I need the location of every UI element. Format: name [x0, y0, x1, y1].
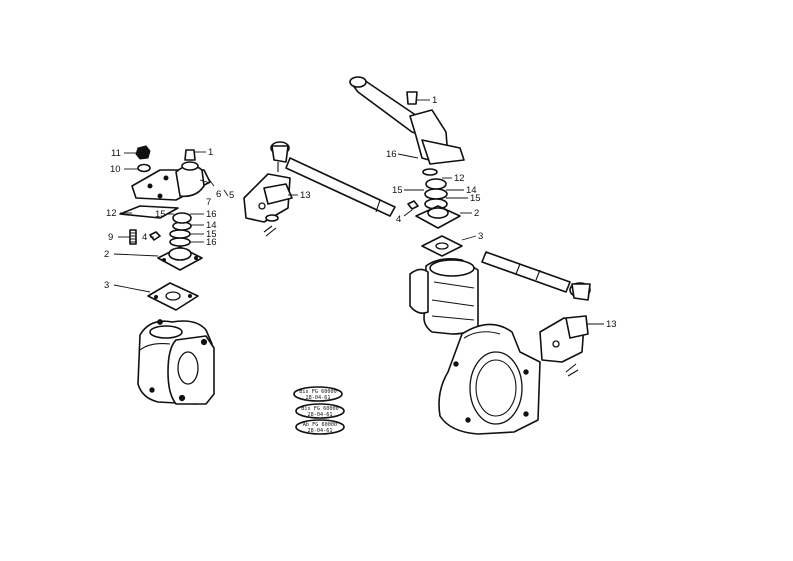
left-washer [137, 163, 151, 173]
left-nut [135, 145, 151, 160]
right-steering-assembly [349, 76, 589, 435]
callout-right-13: 13 [606, 319, 617, 330]
lower-tie-rod [481, 251, 591, 301]
callout-left-9: 9 [108, 232, 113, 243]
callout-right-1: 1 [432, 95, 437, 106]
callout-right-15b: 15 [470, 193, 481, 204]
serial-stamp-3: Ab FG 60000 28-04-61 [295, 419, 345, 435]
callout-right-14: 14 [466, 185, 477, 196]
callout-right-12: 12 [454, 173, 465, 184]
callout-left-15: 15 [155, 209, 166, 220]
serial-stamps: Bis FG 60000 28-04-61 Bis FG 60000 28-04… [293, 386, 345, 435]
callout-left-7: 7 [206, 197, 211, 208]
serial-stamp-2: Bis FG 60000 28-04-61 [295, 403, 345, 419]
callout-center-13: 13 [300, 190, 311, 201]
leader-lines [113, 99, 604, 325]
callout-right-2: 2 [474, 208, 479, 219]
callout-left-16b: 16 [206, 237, 217, 248]
center-steering-arm [243, 173, 293, 237]
callout-numbers: 1 11 10 6 7 5 12 15 16 14 4 15 16 9 2 3 … [104, 95, 617, 330]
stamp-3-line1: Ab FG 60000 [303, 422, 337, 428]
callout-left-15b: 15 [206, 229, 217, 240]
callout-left-5: 5 [229, 190, 234, 201]
left-bolt [129, 229, 137, 245]
callout-left-10: 10 [110, 164, 121, 175]
callout-left-16a: 16 [206, 209, 217, 220]
callout-right-15a: 15 [392, 185, 403, 196]
right-drop-arm [349, 76, 465, 165]
stamp-1-line1: Bis FG 60000 [299, 389, 336, 395]
left-arm-block [131, 149, 211, 201]
right-upper-housing [409, 258, 479, 335]
callout-left-4: 4 [142, 232, 147, 243]
callout-left-11: 11 [111, 148, 121, 159]
callout-left-12: 12 [106, 208, 117, 219]
callout-left-1: 1 [208, 147, 213, 158]
right-lower-housing [438, 323, 541, 435]
stamp-3-line2: 28-04-61 [308, 428, 333, 434]
callout-left-6: 6 [216, 189, 221, 200]
right-steering-arm [539, 315, 589, 377]
stamp-1-line2: 28-04-61 [306, 395, 331, 401]
callout-left-2: 2 [104, 249, 109, 260]
left-steering-assembly [119, 145, 215, 405]
stamp-2-line1: Bis FG 60000 [301, 406, 338, 412]
callout-right-4: 4 [396, 214, 401, 225]
callout-left-14: 14 [206, 220, 217, 231]
callout-right-16: 16 [386, 149, 397, 160]
callout-right-3: 3 [478, 231, 483, 242]
serial-stamp-1: Bis FG 60000 28-04-61 [293, 386, 343, 402]
left-plate [119, 205, 179, 219]
upper-tie-rod [270, 141, 396, 217]
callout-left-3: 3 [104, 280, 109, 291]
stamp-2-line2: 28-04-61 [308, 412, 333, 418]
left-gear-housing [137, 319, 215, 405]
